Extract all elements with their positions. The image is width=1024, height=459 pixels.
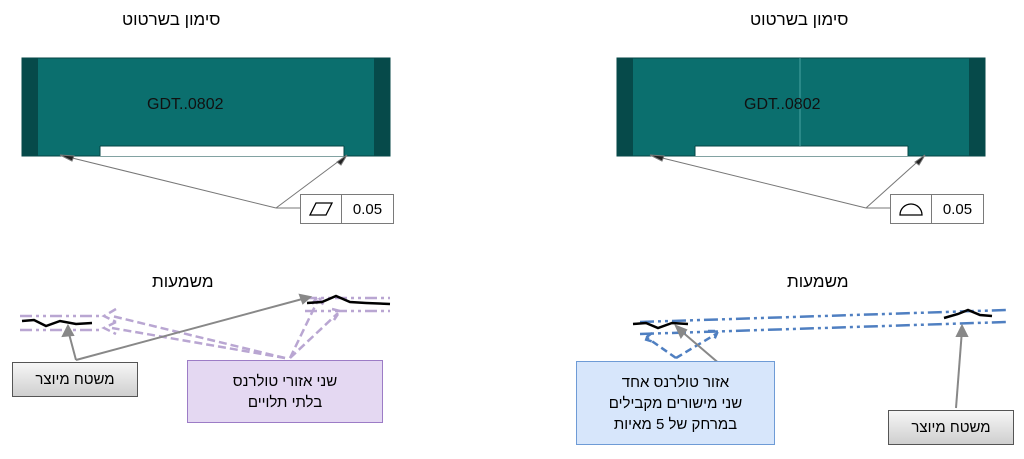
left-callout-zones: שני אזורי טולרנס בלתי תלויים (187, 360, 383, 423)
right-meaning-sketch (632, 308, 1007, 409)
right-leader-lines (649, 154, 926, 209)
right-heading-meaning: משמעות (787, 272, 849, 291)
left-part (21, 57, 391, 157)
left-leader-lines (59, 154, 348, 209)
right-callout-zone: אזור טולרנס אחד שני מישורים מקבילים במרח… (576, 361, 775, 445)
semicircle-icon (891, 195, 932, 223)
left-callout-surface: משטח מיוצר (12, 362, 138, 397)
left-callout-zones-line2: בלתי תלויים (247, 393, 323, 411)
left-part-label: GDT..0802 (147, 96, 224, 113)
right-part (616, 57, 986, 157)
right-part-label: GDT..0802 (744, 96, 821, 113)
right-callout-surface: משטח מיוצר (888, 410, 1014, 445)
right-callout-surface-text: משטח מיוצר (911, 419, 991, 436)
left-heading-drawing: סימון בשרטוט (122, 10, 221, 29)
right-callout-zone-line3: במרחק של 5 מאיות (613, 415, 738, 433)
left-callout-zones-line1: שני אזורי טולרנס (232, 372, 338, 390)
right-tolerance-value: 0.05 (942, 200, 973, 218)
right-heading-drawing: סימון בשרטוט (750, 10, 849, 29)
left-heading-meaning: משמעות (152, 272, 214, 291)
right-feature-control-frame: 0.05 (890, 194, 984, 224)
left-feature-control-frame: 0.05 (300, 194, 394, 224)
right-callout-zone-line1: אזור טולרנס אחד (621, 373, 730, 391)
right-callout-zone-line2: שני מישורים מקבילים (608, 394, 743, 412)
left-tolerance-value: 0.05 (352, 200, 383, 218)
left-meaning-sketch (20, 293, 391, 361)
parallelogram-icon (301, 195, 342, 223)
left-callout-surface-text: משטח מיוצר (35, 371, 115, 388)
